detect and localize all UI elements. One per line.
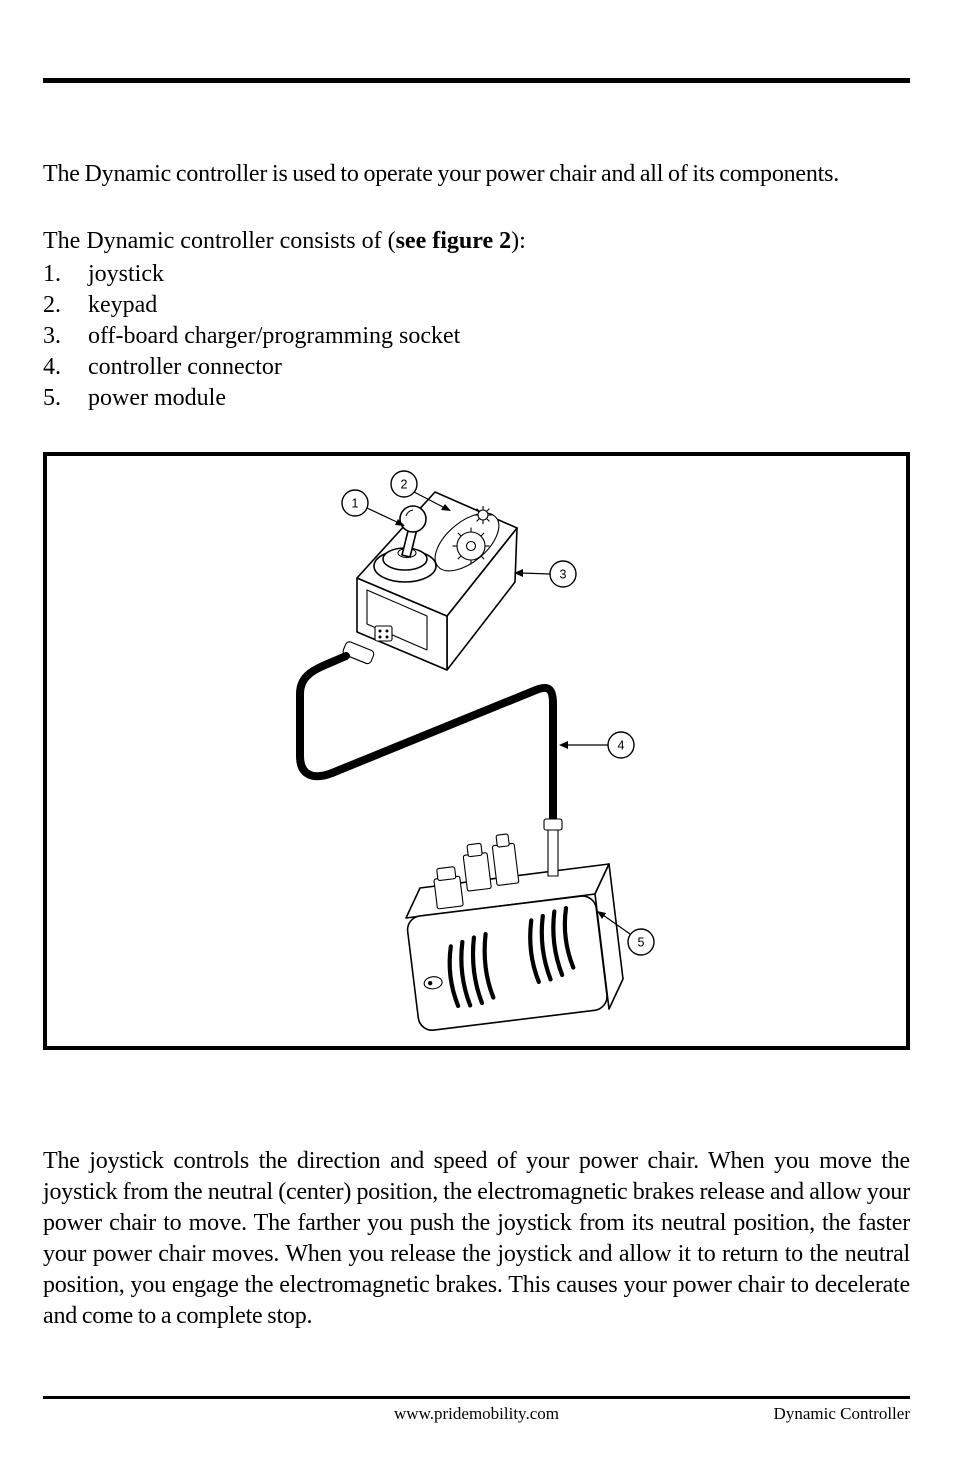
callout-4: 4 [559,731,635,759]
callout-5-number: 5 [638,936,645,950]
list-label: power module [88,385,226,411]
list-number: 5. [43,385,61,411]
list-item-keypad: 2. keypad [43,290,910,321]
vent-slots-right [528,905,576,985]
keypad-drawing [434,506,500,572]
callout-2: 2 [390,470,451,511]
consists-prefix: The Dynamic controller consists of ( [43,228,396,254]
callout-1-number: 1 [352,497,359,511]
power-module-drawing [405,818,624,1031]
knob-ticks [474,506,492,524]
page-footer: www.pridemobility.com Dynamic Controller [43,1396,910,1472]
vent-slots-left [447,931,496,1009]
consists-suffix: ): [511,228,526,254]
component-list: 1. joystick 2. keypad 3. off-board charg… [43,259,910,414]
footer-website: www.pridemobility.com [394,1404,559,1423]
list-label: off-board charger/programming socket [88,323,461,349]
list-item-power-module: 5. power module [43,383,910,414]
controller-cable-drawing [296,652,557,826]
intro-paragraph: The Dynamic controller is used to operat… [43,161,840,187]
list-item-joystick: 1. joystick [43,259,910,290]
callout-4-number: 4 [618,739,625,753]
list-number: 4. [43,354,61,380]
callout-1: 1 [341,489,405,526]
joystick-stick-drawing [373,505,437,583]
list-label: controller connector [88,354,282,380]
charger-socket-drawing [342,625,393,665]
joystick-paragraph: The joystick controls the direction and … [43,1148,910,1329]
joystick-unit-drawing [342,491,518,671]
figure-2: 1 2 3 4 [43,452,910,1050]
list-number: 3. [43,323,61,349]
list-item-charger-socket: 3. off-board charger/programming socket [43,321,910,352]
list-item-controller-connector: 4. controller connector [43,352,910,383]
callout-3-number: 3 [560,568,567,582]
figure-reference: see figure 2 [395,228,512,254]
callout-2-number: 2 [401,478,408,492]
list-label: joystick [88,261,164,287]
callout-3: 3 [514,560,577,588]
footer-document-title: Dynamic Controller [773,1404,910,1423]
module-connector-blocks [433,833,520,910]
consists-paragraph: The Dynamic controller consists of (see … [43,226,910,257]
dial-ticks [452,527,490,565]
list-label: keypad [88,292,158,318]
top-rule [43,78,910,83]
controller-diagram: 1 2 3 4 [296,470,655,1031]
list-number: 1. [43,261,61,287]
callout-5: 5 [597,911,655,956]
list-number: 2. [43,292,61,318]
